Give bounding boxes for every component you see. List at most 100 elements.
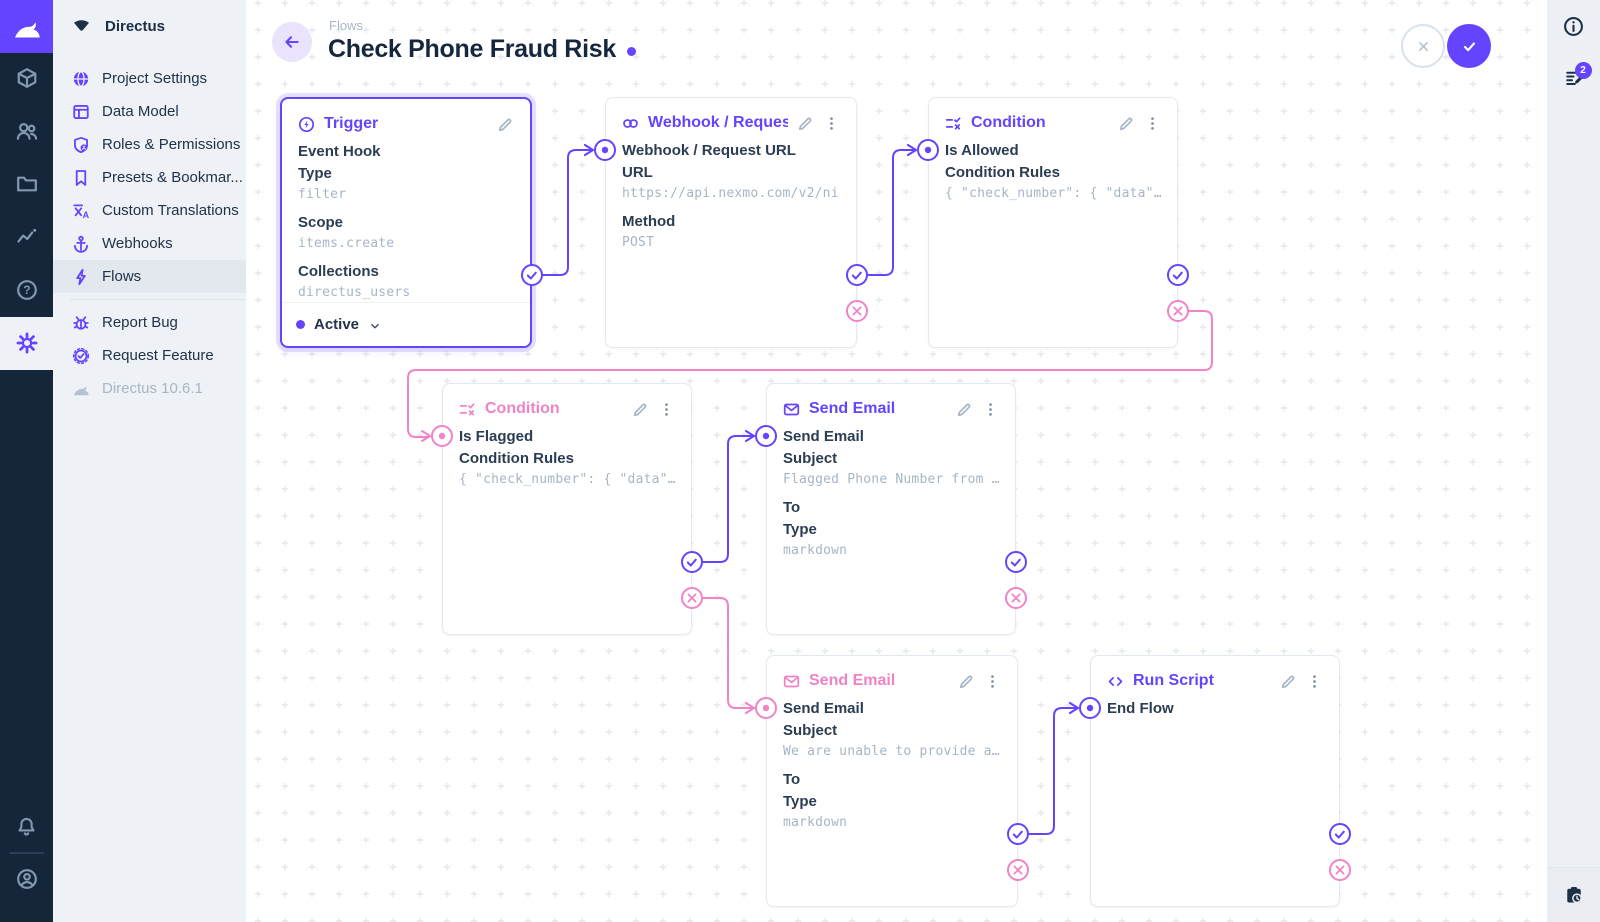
users-icon [16, 123, 37, 140]
rabbit-icon [73, 385, 89, 395]
panel-menu-button[interactable] [1306, 673, 1323, 690]
module-item-account[interactable] [0, 853, 53, 906]
bookmark-icon [75, 169, 87, 186]
reject-connector-email-flagged[interactable] [1005, 587, 1027, 609]
module-item-users[interactable] [0, 105, 53, 158]
status-label: Active [314, 316, 360, 333]
input-connector-condition-allowed[interactable] [917, 139, 939, 161]
notification-badge: 2 [1574, 62, 1592, 79]
link-icon [623, 118, 638, 128]
reject-connector-email-unable[interactable] [1007, 859, 1029, 881]
sidebar-item-data-model[interactable]: Data Model [53, 95, 246, 128]
info-icon [1563, 16, 1584, 37]
input-connector-run-script[interactable] [1079, 697, 1101, 719]
module-bar-divider [9, 852, 44, 854]
panel-title: Trigger [324, 115, 379, 132]
panel-title: Run Script [1133, 672, 1214, 689]
reject-connector-condition-allowed[interactable] [1167, 300, 1189, 322]
header-actions [1401, 24, 1491, 68]
sidebar-item-label: Data Model [102, 103, 179, 120]
input-connector-email-flagged[interactable] [755, 425, 777, 447]
kebab-icon [830, 116, 833, 130]
help-icon: ? [16, 280, 37, 300]
sidebar-item-presets-bookmar[interactable]: Presets & Bookmar... [53, 161, 246, 194]
edit-panel-button[interactable] [956, 401, 973, 418]
arrow-left-icon [283, 33, 301, 51]
sidebar-item-roles-permissions[interactable]: Roles & Permissions [53, 128, 246, 161]
input-port-label: Send Email [783, 428, 864, 445]
panel-title: Send Email [809, 400, 896, 417]
resolve-connector-condition-allowed[interactable] [1167, 264, 1189, 286]
edit-panel-button[interactable] [1118, 115, 1135, 132]
reject-connector-webhook[interactable] [846, 300, 868, 322]
panel-header: Send Email [783, 668, 1001, 694]
field-label: Condition Rules [459, 450, 574, 467]
resolve-connector-trigger[interactable] [521, 264, 543, 286]
sidebar-item-label: Project Settings [102, 70, 208, 87]
reject-connector-run-script[interactable] [1329, 859, 1351, 881]
discard-changes-button[interactable] [1401, 24, 1445, 68]
module-item-notifications[interactable] [0, 800, 53, 853]
close-icon [1418, 41, 1428, 51]
directus-logo[interactable] [0, 0, 53, 53]
sidebar-item-label: Webhooks [102, 235, 173, 252]
sidebar-item-project-settings[interactable]: Project Settings [53, 62, 246, 95]
panel-menu-button[interactable] [982, 401, 999, 418]
input-connector-email-unable[interactable] [755, 697, 777, 719]
panel-title: Send Email [809, 672, 896, 689]
module-item-insights[interactable] [0, 211, 53, 264]
sidebar-item-label: Roles & Permissions [102, 136, 241, 153]
edit-panel-button[interactable] [1280, 673, 1297, 690]
edit-panel-button[interactable] [632, 401, 649, 418]
panel-menu-button[interactable] [823, 115, 840, 132]
save-button[interactable] [1447, 24, 1491, 68]
panel-menu-button[interactable] [1144, 115, 1161, 132]
revisions-button[interactable] [1547, 867, 1600, 922]
field-label: Method [622, 213, 676, 230]
field-label: Condition Rules [945, 164, 1060, 181]
reject-connector-condition-flagged[interactable] [681, 587, 703, 609]
right-sidebar: 2 [1547, 0, 1600, 922]
sidebar-item-webhooks[interactable]: Webhooks [53, 227, 246, 260]
panel-title: Condition [485, 400, 560, 417]
resolve-connector-email-unable[interactable] [1007, 823, 1029, 845]
resolve-connector-condition-flagged[interactable] [681, 551, 703, 573]
edit-icon [633, 403, 647, 416]
sidebar-item-request-feature[interactable]: Request Feature [53, 339, 246, 372]
project-header[interactable]: Directus [53, 0, 246, 53]
panel-header: Trigger [298, 111, 514, 137]
field-value: markdown [783, 815, 848, 830]
sidebar-item-report-bug[interactable]: Report Bug [53, 306, 246, 339]
input-connector-webhook[interactable] [594, 139, 616, 161]
field-value: { "check_number": { "data"… [945, 186, 1161, 201]
module-item-content[interactable] [0, 52, 53, 105]
info-button[interactable] [1547, 2, 1600, 50]
module-item-help[interactable]: ? [0, 264, 53, 317]
activity-log-button[interactable]: 2 [1547, 54, 1600, 102]
resolve-connector-webhook[interactable] [846, 264, 868, 286]
breadcrumb[interactable]: Flows [329, 18, 363, 33]
flow-panel-webhook[interactable]: Webhook / Request URLWebhook / Request U… [605, 97, 857, 348]
resolve-connector-run-script[interactable] [1329, 823, 1351, 845]
sidebar-item-version[interactable]: Directus 10.6.1 [53, 372, 246, 405]
back-button[interactable] [272, 22, 312, 62]
flow-status-select[interactable]: Active [282, 302, 530, 346]
sidebar-item-flows[interactable]: Flows [53, 260, 246, 293]
input-connector-condition-flagged[interactable] [431, 425, 453, 447]
resolve-connector-email-flagged[interactable] [1005, 551, 1027, 573]
module-item-files[interactable] [0, 158, 53, 211]
module-item-settings[interactable] [0, 316, 53, 370]
panel-menu-button[interactable] [658, 401, 675, 418]
edit-panel-button[interactable] [797, 115, 814, 132]
panel-menu-button[interactable] [984, 673, 1001, 690]
edit-panel-button[interactable] [497, 116, 514, 133]
edit-panel-button[interactable] [958, 673, 975, 690]
